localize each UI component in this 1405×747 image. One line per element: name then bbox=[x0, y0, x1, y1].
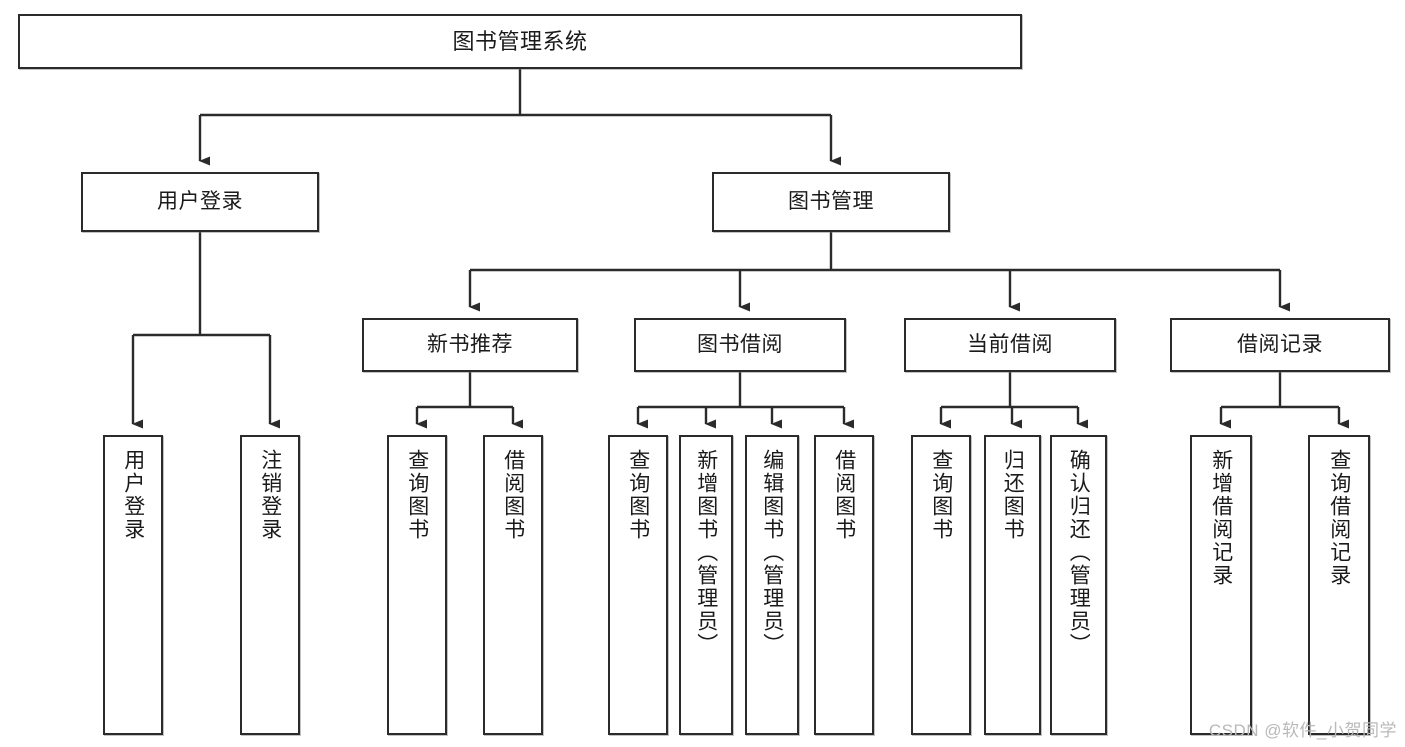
node-leaf-borrow-1[interactable]: 查询图书 bbox=[608, 435, 668, 735]
node-label: 新增借阅记录 bbox=[1209, 449, 1233, 587]
node-label: 查询借阅记录 bbox=[1327, 449, 1351, 587]
node-bookmgmt[interactable]: 图书管理 bbox=[712, 172, 950, 232]
node-leaf-cur-2[interactable]: 归还图书 bbox=[984, 435, 1041, 735]
node-label: 借阅记录 bbox=[1237, 332, 1323, 356]
csdn-watermark: CSDN @软件_小贺同学 bbox=[1208, 721, 1397, 740]
node-leaf-borrow-3[interactable]: 编辑图书（管理员） bbox=[745, 435, 799, 735]
node-label: 编辑图书（管理员） bbox=[760, 449, 784, 656]
node-newbook[interactable]: 新书推荐 bbox=[362, 318, 578, 372]
node-label: 用户登录 bbox=[157, 189, 243, 213]
node-leaf-cur-3[interactable]: 确认归还（管理员） bbox=[1050, 435, 1107, 735]
node-label: 注销登录 bbox=[258, 449, 282, 541]
node-login[interactable]: 用户登录 bbox=[81, 172, 319, 232]
node-root[interactable]: 图书管理系统 bbox=[18, 14, 1022, 69]
node-borrow[interactable]: 图书借阅 bbox=[634, 318, 846, 372]
node-label: 借阅图书 bbox=[832, 449, 856, 541]
node-leaf-cur-1[interactable]: 查询图书 bbox=[911, 435, 971, 735]
node-label: 图书管理 bbox=[788, 189, 874, 213]
node-label: 确认归还（管理员） bbox=[1067, 449, 1091, 656]
node-current[interactable]: 当前借阅 bbox=[904, 318, 1116, 372]
node-leaf-new-1[interactable]: 查询图书 bbox=[387, 435, 447, 735]
node-label: 查询图书 bbox=[929, 449, 953, 541]
node-leaf-login-1[interactable]: 用户登录 bbox=[103, 435, 163, 735]
node-leaf-borrow-2[interactable]: 新增图书（管理员） bbox=[679, 435, 733, 735]
node-label: 新书推荐 bbox=[427, 332, 513, 356]
node-label: 新增图书（管理员） bbox=[694, 449, 718, 656]
node-label: 用户登录 bbox=[121, 449, 145, 541]
node-label: 查询图书 bbox=[405, 449, 429, 541]
node-leaf-new-2[interactable]: 借阅图书 bbox=[483, 435, 543, 735]
node-leaf-login-2[interactable]: 注销登录 bbox=[240, 435, 300, 735]
node-label: 图书借阅 bbox=[697, 332, 783, 356]
node-label: 查询图书 bbox=[626, 449, 650, 541]
node-leaf-rec-1[interactable]: 新增借阅记录 bbox=[1190, 435, 1252, 735]
node-label: 当前借阅 bbox=[967, 332, 1053, 356]
node-leaf-rec-2[interactable]: 查询借阅记录 bbox=[1308, 435, 1370, 735]
node-leaf-borrow-4[interactable]: 借阅图书 bbox=[814, 435, 874, 735]
node-label: 图书管理系统 bbox=[452, 28, 588, 54]
node-label: 借阅图书 bbox=[501, 449, 525, 541]
node-label: 归还图书 bbox=[1001, 449, 1025, 541]
node-records[interactable]: 借阅记录 bbox=[1170, 318, 1390, 372]
